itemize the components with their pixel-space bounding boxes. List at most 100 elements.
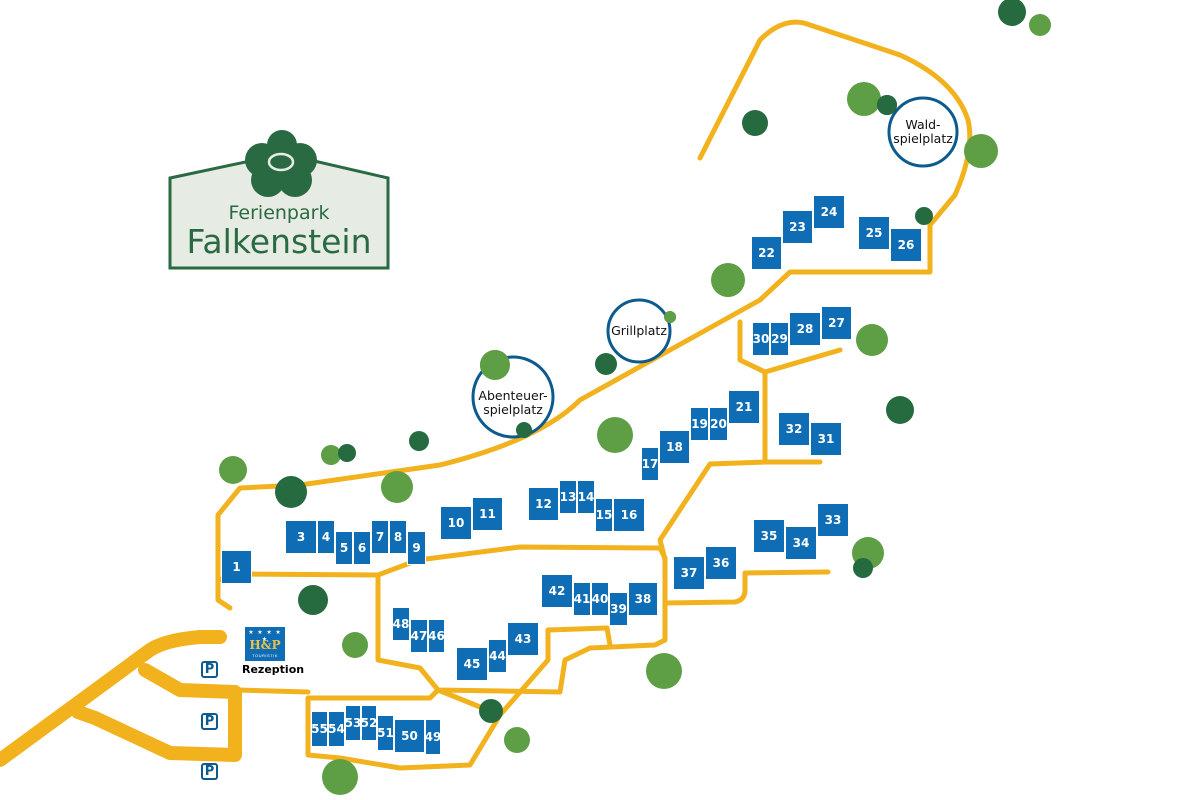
house-34[interactable]: 34 xyxy=(785,526,817,560)
house-47[interactable]: 47 xyxy=(410,619,428,653)
parking-icon[interactable]: P xyxy=(201,763,218,780)
house-7[interactable]: 7 xyxy=(371,520,389,554)
stars-icon: ★ ★ ★ ★ ★ xyxy=(248,630,282,643)
tree-icon xyxy=(381,471,413,503)
house-46[interactable]: 46 xyxy=(428,619,445,653)
poi-label-line: Abenteuer- xyxy=(478,388,548,403)
tree-icon xyxy=(847,82,881,116)
house-43[interactable]: 43 xyxy=(507,622,539,656)
house-20[interactable]: 20 xyxy=(709,407,728,441)
house-55[interactable]: 55 xyxy=(311,711,328,747)
house-28[interactable]: 28 xyxy=(789,312,821,346)
house-49[interactable]: 49 xyxy=(425,719,441,755)
house-54[interactable]: 54 xyxy=(328,711,345,747)
house-48[interactable]: 48 xyxy=(392,607,410,641)
house-27[interactable]: 27 xyxy=(821,306,852,340)
house-6[interactable]: 6 xyxy=(353,531,371,565)
house-1[interactable]: 1 xyxy=(221,550,252,584)
house-51[interactable]: 51 xyxy=(377,715,394,751)
tree-icon xyxy=(856,324,888,356)
tree-icon xyxy=(219,456,247,484)
house-14[interactable]: 14 xyxy=(577,480,595,514)
house-18[interactable]: 18 xyxy=(659,430,690,464)
tree-icon xyxy=(338,444,356,462)
hp-logo-text: H&P xyxy=(249,638,281,652)
house-4[interactable]: 4 xyxy=(317,520,335,554)
house-32[interactable]: 32 xyxy=(778,412,810,446)
tree-icon xyxy=(298,585,328,615)
house-33[interactable]: 33 xyxy=(817,503,849,537)
house-5[interactable]: 5 xyxy=(335,531,353,565)
hp-logo-subtext: TOURISTIK xyxy=(252,653,278,658)
poi-grillplatz[interactable]: Grillplatz xyxy=(599,324,679,338)
poi-waldspielplatz[interactable]: Wald- spielplatz xyxy=(883,118,963,146)
house-10[interactable]: 10 xyxy=(440,506,472,540)
house-12[interactable]: 12 xyxy=(528,487,559,521)
tree-icon xyxy=(711,263,745,297)
flower-icon xyxy=(245,130,317,197)
tree-icon xyxy=(480,350,510,380)
house-13[interactable]: 13 xyxy=(559,480,577,514)
house-50[interactable]: 50 xyxy=(394,719,425,753)
house-9[interactable]: 9 xyxy=(407,531,426,565)
tree-icon xyxy=(342,632,368,658)
park-name-line1: Ferienpark xyxy=(228,202,330,224)
tree-icon xyxy=(877,95,897,115)
tree-icon xyxy=(998,0,1026,26)
tree-icon xyxy=(479,699,503,723)
house-23[interactable]: 23 xyxy=(782,210,813,244)
house-22[interactable]: 22 xyxy=(751,236,782,270)
house-17[interactable]: 17 xyxy=(641,447,659,481)
house-35[interactable]: 35 xyxy=(753,519,785,553)
house-39[interactable]: 39 xyxy=(609,592,628,626)
trees xyxy=(219,0,1051,795)
parking-icon[interactable]: P xyxy=(201,661,218,678)
tree-icon xyxy=(321,445,341,465)
tree-icon xyxy=(595,353,617,375)
tree-icon xyxy=(597,417,633,453)
house-40[interactable]: 40 xyxy=(591,582,609,616)
house-53[interactable]: 53 xyxy=(345,705,361,741)
house-24[interactable]: 24 xyxy=(813,195,845,229)
house-42[interactable]: 42 xyxy=(541,574,573,608)
poi-label-line: spielplatz xyxy=(893,131,953,146)
house-38[interactable]: 38 xyxy=(628,582,658,616)
reception-label[interactable]: Rezeption xyxy=(242,663,305,676)
house-25[interactable]: 25 xyxy=(858,216,890,250)
waldspielplatz-ring xyxy=(887,96,959,168)
tree-icon xyxy=(322,759,358,795)
house-30[interactable]: 30 xyxy=(752,322,770,356)
tree-icon xyxy=(275,476,307,508)
tree-icon xyxy=(409,431,429,451)
poi-label-line: Wald- xyxy=(905,117,941,132)
house-3[interactable]: 3 xyxy=(285,520,317,554)
logo-sign xyxy=(168,130,390,270)
house-19[interactable]: 19 xyxy=(690,407,709,441)
tree-icon xyxy=(504,727,530,753)
grillplatz-ring xyxy=(606,298,672,364)
tree-icon xyxy=(646,653,682,689)
house-52[interactable]: 52 xyxy=(361,705,377,741)
house-36[interactable]: 36 xyxy=(705,546,737,580)
house-15[interactable]: 15 xyxy=(595,498,613,532)
house-8[interactable]: 8 xyxy=(389,520,407,554)
tree-icon xyxy=(915,207,933,225)
park-paths xyxy=(215,19,973,771)
house-45[interactable]: 45 xyxy=(456,647,488,681)
parking-icon[interactable]: P xyxy=(201,713,218,730)
house-41[interactable]: 41 xyxy=(573,582,591,616)
poi-abenteuerspielplatz[interactable]: Abenteuer- spielplatz xyxy=(468,389,558,417)
tree-icon xyxy=(1029,14,1051,36)
house-26[interactable]: 26 xyxy=(890,228,922,262)
house-21[interactable]: 21 xyxy=(728,390,760,424)
poi-label-line: spielplatz xyxy=(483,402,543,417)
house-37[interactable]: 37 xyxy=(673,556,705,590)
house-31[interactable]: 31 xyxy=(810,422,842,456)
tree-icon xyxy=(516,422,532,438)
house-29[interactable]: 29 xyxy=(770,322,789,356)
house-16[interactable]: 16 xyxy=(613,498,645,532)
house-11[interactable]: 11 xyxy=(472,497,503,531)
hp-touristik-logo: ★ ★ ★ ★ ★ H&P TOURISTIK xyxy=(245,627,285,661)
house-44[interactable]: 44 xyxy=(488,639,507,673)
